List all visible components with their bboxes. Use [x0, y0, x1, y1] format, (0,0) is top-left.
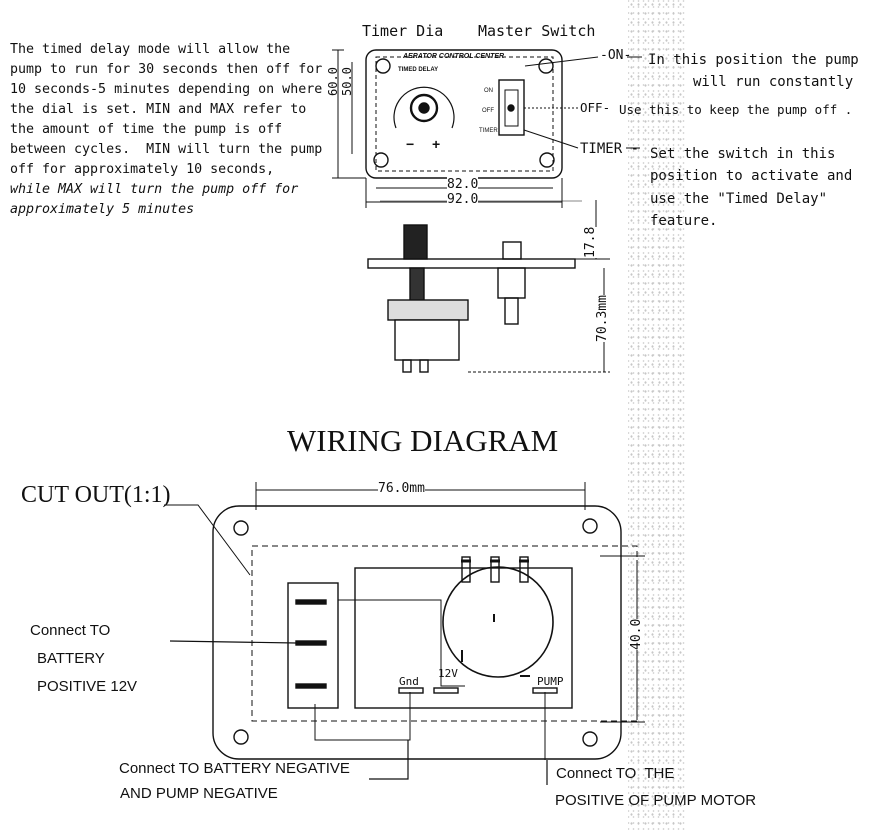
switch-off-label: OFF: [482, 108, 494, 114]
wiring-panel-outline: [212, 505, 622, 760]
dimension-82-label: 82.0: [447, 177, 479, 192]
dimension-40-label: 40.0: [629, 618, 644, 650]
panel-screw-hole: [539, 152, 555, 168]
description-line: The timed delay mode will allow the: [10, 42, 291, 57]
description-line: the amount of time the pump is off: [10, 122, 283, 137]
panel-screw-hole: [582, 518, 598, 534]
timer-dial-heading: Timer Dia: [362, 22, 444, 40]
battery-negative-label: AND PUMP NEGATIVE: [120, 785, 278, 802]
callout-timer-text: position to activate and: [650, 168, 853, 184]
battery-positive-label: BATTERY: [37, 650, 105, 667]
description-line: pump to run for 30 seconds then off for: [10, 62, 323, 77]
description-line: off for approximately 10 seconds,: [10, 162, 275, 177]
description-line: between cycles. MIN will turn the pump: [10, 142, 323, 157]
dimension-76-label: 76.0mm: [378, 481, 425, 496]
side-view-knob: [403, 224, 428, 260]
pump-positive-label: Connect TO THE: [556, 765, 675, 782]
description-line: while MAX will turn the pump off for: [10, 182, 299, 197]
callout-on-tag: -ON-: [600, 48, 632, 63]
dimension-60-label: 60.0: [326, 67, 340, 96]
master-switch-heading: Master Switch: [478, 22, 596, 40]
panel-screw-hole: [233, 729, 249, 745]
description-line: approximately 5 minutes: [10, 202, 195, 217]
panel-title-label: AERATOR CONTROL CENTER: [403, 53, 505, 60]
switch-on-label: ON: [484, 88, 493, 94]
panel-screw-hole: [373, 152, 389, 168]
callout-on-text: will run constantly: [693, 74, 854, 90]
timer-circuit-board: [354, 567, 573, 709]
battery-negative-label: Connect TO BATTERY NEGATIVE: [119, 760, 350, 777]
description-line: 10 seconds-5 minutes depending on where: [10, 82, 323, 97]
timer-dial-body: [442, 566, 554, 678]
wiring-switch-block: [287, 582, 339, 709]
scan-speckle-texture: [628, 0, 686, 831]
panel-screw-hole: [233, 520, 249, 536]
dimension-92-label: 92.0: [447, 192, 479, 207]
dimension-70-3-label: 70.3mm: [595, 295, 610, 342]
callout-timer-tag: TIMER -: [580, 141, 640, 157]
timed-delay-label: TIMED DELAY: [398, 67, 439, 73]
callout-timer-text: use the "Timed Delay": [650, 191, 828, 207]
callout-timer-text: Set the switch in this: [650, 146, 836, 162]
battery-positive-label: Connect TO: [30, 622, 111, 639]
wiring-diagram-title: WIRING DIAGRAM: [287, 423, 559, 458]
dial-minus-label: −: [406, 136, 415, 152]
switch-timer-label: TIMER: [479, 128, 498, 134]
panel-screw-hole: [538, 58, 554, 74]
dimension-50-label: 50.0: [340, 67, 354, 96]
pump-positive-label: POSITIVE OF PUMP MOTOR: [555, 792, 757, 809]
callout-off-tag: OFF-: [580, 100, 611, 115]
panel-screw-hole: [375, 58, 391, 74]
callout-on-text: In this position the pump: [648, 52, 859, 68]
terminal-gnd-label: Gnd: [399, 675, 419, 688]
terminal-pump-label: PUMP: [537, 675, 564, 688]
panel-screw-hole: [582, 731, 598, 747]
dial-plus-label: +: [432, 136, 441, 152]
description-line: the dial is set. MIN and MAX refer to: [10, 102, 307, 117]
dial-arc: [393, 86, 455, 129]
callout-off-text: Use this to keep the pump off .: [619, 102, 853, 117]
terminal-12v-label: 12V: [438, 667, 458, 680]
cutout-label: CUT OUT(1:1): [21, 482, 171, 508]
dimension-17-8-label: 17.8: [583, 226, 598, 258]
callout-timer-text: feature.: [650, 213, 718, 229]
battery-positive-label: POSITIVE 12V: [37, 678, 138, 695]
side-view-panel: [367, 258, 576, 269]
control-panel-outline: [365, 49, 563, 179]
timer-dial-knob: [409, 93, 439, 123]
